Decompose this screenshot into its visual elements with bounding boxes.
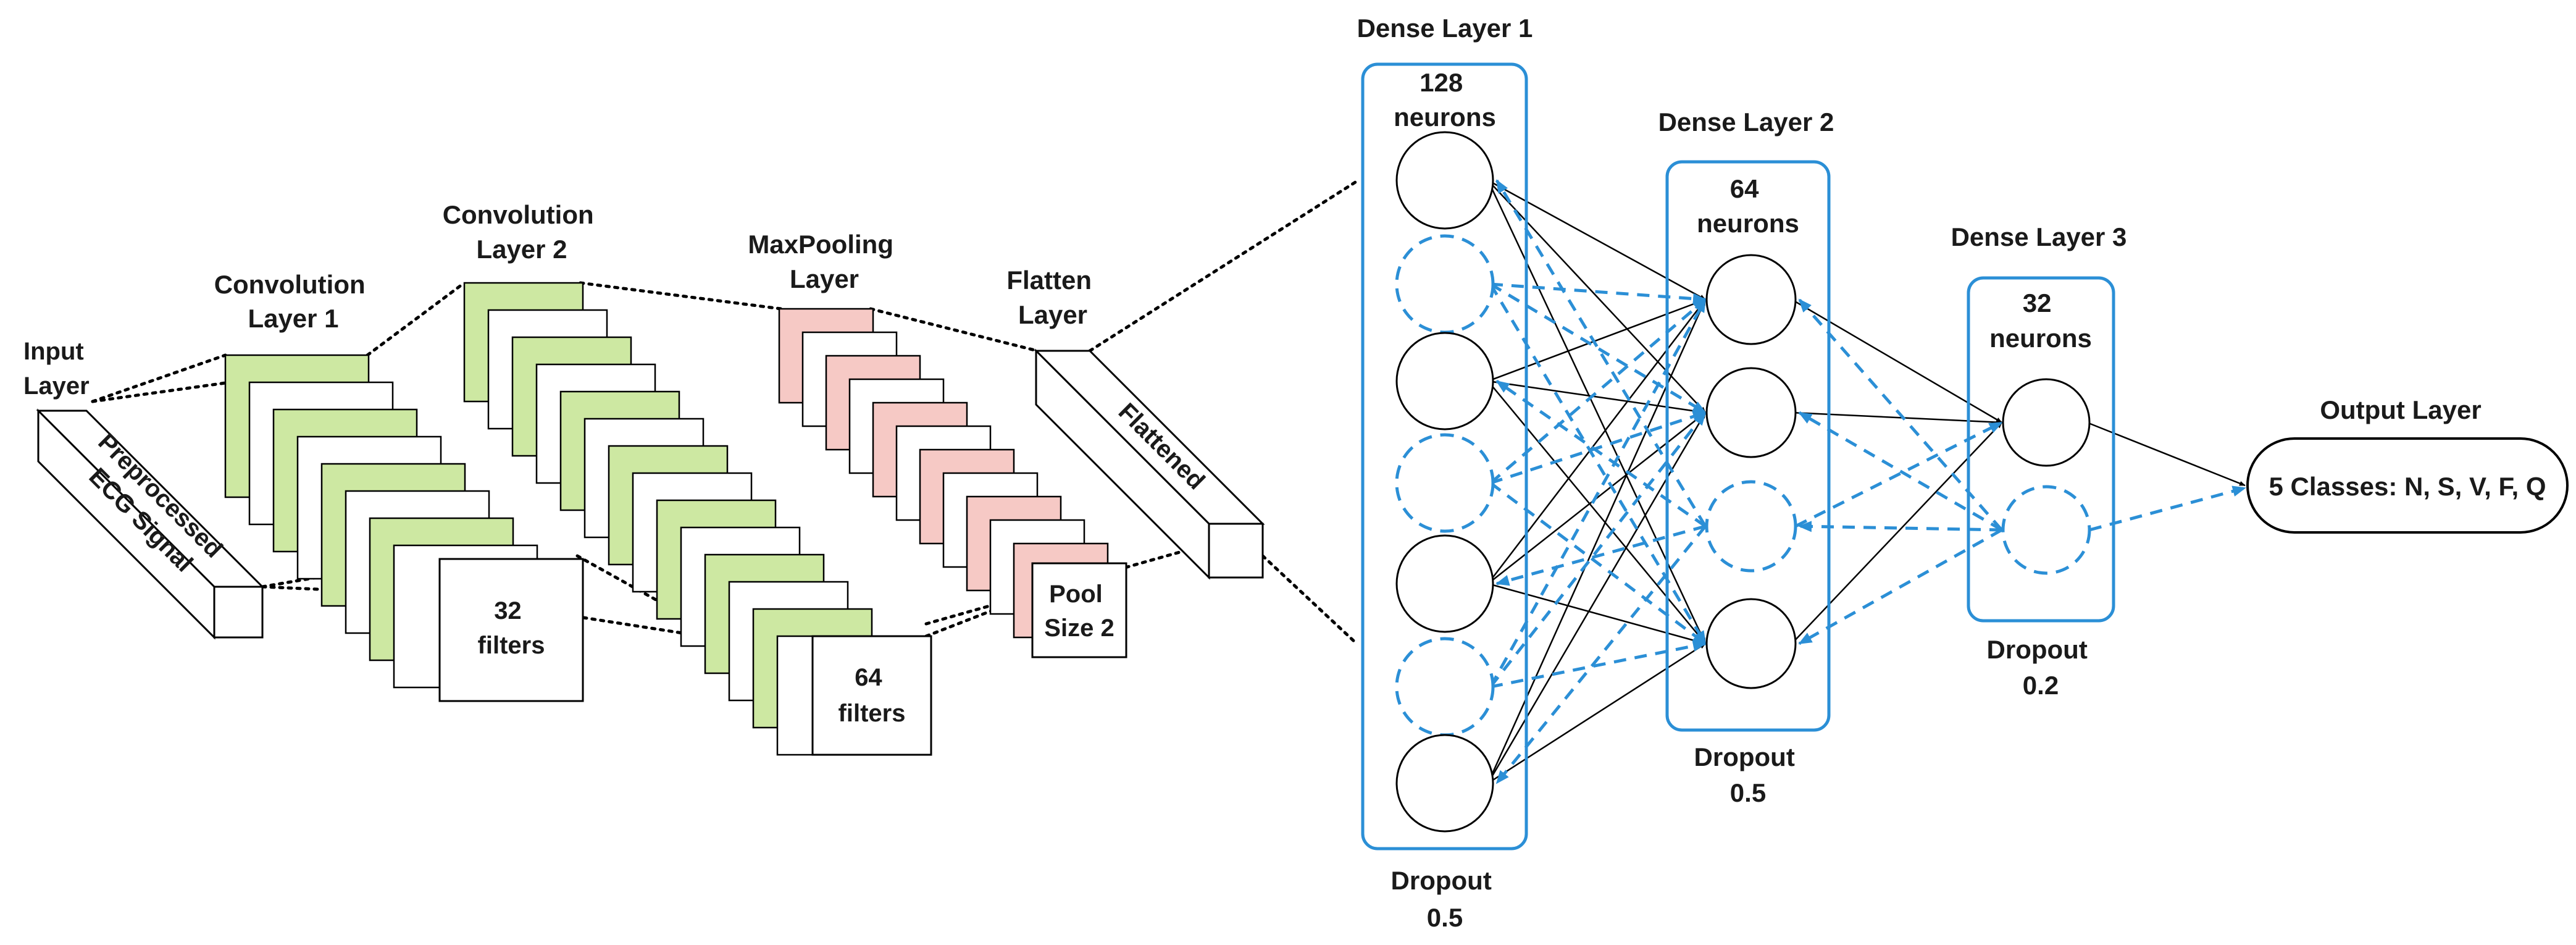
dropout-connection-arrow [1490,411,1707,485]
dropout-connection-arrow [1495,379,1707,528]
dotted-link [575,554,712,632]
connection-arrow [1487,298,1706,382]
dotted-link [869,307,1039,353]
dense1-box [1361,62,1528,850]
dense1-neuron [1395,534,1494,633]
convolution-layer-2: Convolution Layer 2 64 filters [443,200,932,756]
maxpool-label: MaxPooling Layer [748,230,900,293]
dropout-connection-arrow [1489,411,1707,688]
dropout-connection-arrow [1794,421,2003,528]
connection-arrow [1487,582,1706,645]
dense2-neuron [1705,254,1797,345]
connection-arrow [1487,180,1706,413]
solid-connections [1487,179,2246,784]
dropout-connection-arrow [1495,179,1707,527]
dropout-connection-arrow [1490,640,1707,689]
dense1-dropped-neuron [1395,234,1495,334]
connection-arrow [1487,299,1707,784]
connection-arrow [2086,421,2246,487]
input-layer-label: Input Layer [23,338,91,400]
conv1-filters-text: 32 filters [478,597,545,659]
connection-arrow [1791,298,2002,424]
dense2-box [1665,160,1831,732]
dense3-neurons-text: 32 neurons [1989,288,2092,353]
conv1-filters-box: 32 filters [438,558,584,702]
dropout-connection-arrow [1495,524,1706,586]
dense3-neuron [2002,378,2091,467]
dotted-link [1088,180,1357,353]
conv2-feature-maps [463,282,897,756]
dropout-connection-arrow [1798,521,2002,532]
connection-arrow [1487,412,1707,784]
connection-arrow [1487,179,1706,301]
dense-layer-2: Dense Layer 2 64 neurons Dropout 0.5 [1658,107,1834,807]
flattened-bar: Flattened [1034,348,1265,580]
dense3-dropped-neuron [2001,485,2091,575]
dense3-dropout-text: Dropout 0.2 [1987,635,2095,700]
flatten-label: Flatten Layer [1006,266,1098,329]
conv2-filters-text: 64 filters [838,664,906,727]
pool-size-text: Pool Size 2 [1044,581,1114,642]
output-title: Output Layer [2320,395,2481,424]
conv2-label: Convolution Layer 2 [443,200,601,264]
dropout-connection-arrow [1490,282,1707,304]
maxpooling-layer: MaxPooling Layer Pool Size 2 [748,230,1127,658]
connection-arrow [1487,299,1706,584]
dense-layer-3: Dense Layer 3 32 neurons Dropout 0.2 [1951,222,2127,700]
connection-arrow [1487,380,1706,644]
output-classes-box [2246,437,2569,534]
connection-arrow [1487,180,1707,644]
dense1-dropped-neuron [1395,637,1495,737]
dotted-link [91,381,227,403]
dense2-dropped-neuron [1705,480,1797,573]
conv2-filters-box: 64 filters [811,635,932,756]
convolution-layer-1: Convolution Layer 1 32 filters [214,270,584,702]
dense1-title: Dense Layer 1 [1357,14,1533,43]
dotted-link [366,281,466,357]
connection-arrow [1487,642,1706,784]
dense3-title: Dense Layer 3 [1951,222,2127,251]
dense2-neurons-text: 64 neurons [1697,174,1799,238]
dotted-link [579,281,783,311]
dropout-connection-arrow [1798,528,2003,645]
output-classes-text: 5 Classes: N, S, V, F, Q [2269,472,2546,501]
dense2-dropout-text: Dropout 0.5 [1694,742,1802,807]
connection-arrow [1791,422,2002,644]
connection-arrow [1487,380,1706,414]
dropout-dashed-connections [1489,179,2246,784]
dense2-neuron [1705,598,1797,689]
dropout-connection-arrow [1798,411,2003,532]
dropout-connection-arrow [1489,298,1707,688]
dense-layer-1: Dense Layer 1 128 neurons Dropout 0.5 [1357,14,1533,932]
dropout-connection-arrow [2089,485,2246,532]
dense3-box [1967,276,2115,623]
pool-size-box: Pool Size 2 [1031,562,1127,658]
dropout-connection-arrow [1489,282,1707,414]
dropout-connection-arrow [1495,525,1707,784]
dense1-neuron [1395,734,1494,833]
flatten-layer: Flatten Layer Flattened [1006,266,1265,580]
neurons [1395,131,2091,833]
dotted-link [91,353,227,403]
dense2-neuron [1705,367,1797,458]
dotted-link [1261,554,1357,644]
dropout-connection-arrow [1489,283,1707,645]
connection-arrow [1791,411,2002,425]
conv1-label: Convolution Layer 1 [214,270,373,333]
dense2-title: Dense Layer 2 [1658,107,1834,136]
output-layer: Output Layer 5 Classes: N, S, V, F, Q [2246,395,2569,534]
dense1-neuron [1395,131,1494,230]
dropout-connection-arrow [1489,481,1707,645]
dense1-neuron [1395,332,1494,430]
dense1-neurons-text: 128 neurons [1394,68,1496,132]
dense1-dropped-neuron [1395,433,1495,533]
dense1-dropout-text: Dropout 0.5 [1391,866,1499,932]
